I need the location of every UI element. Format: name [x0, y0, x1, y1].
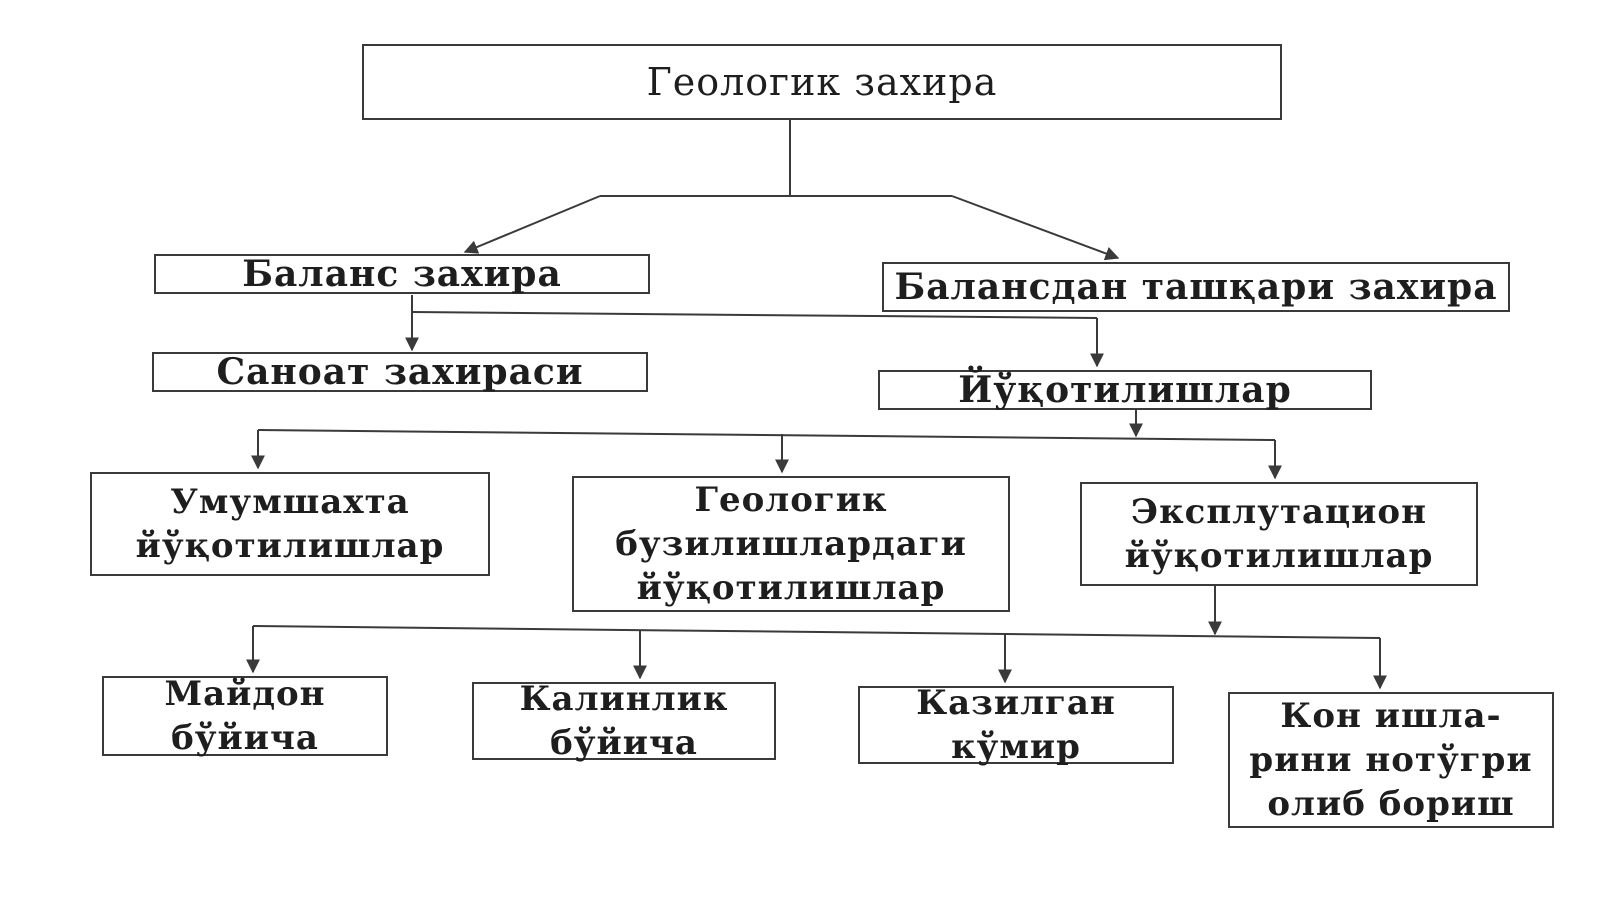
line-losses-bar	[257, 429, 1276, 441]
node-geological-reserve-label: Геологик захира	[646, 60, 998, 104]
line-balance-bar	[411, 311, 1098, 319]
node-by-field: Майдон бўйича	[102, 674, 388, 758]
arrow-to-off-balance	[951, 195, 1120, 261]
node-improper-mining-label: Кон ишла- рини нотўгри олиб бориш	[1249, 695, 1533, 825]
node-geological-losses-label: Геологик бузилишлардаги йўқотилишлар	[615, 479, 967, 609]
node-operational-losses-label: Эксплутацион йўқотилишлар	[1124, 491, 1434, 576]
node-by-field-label: Майдон бўйича	[164, 673, 326, 758]
node-general-losses-label: Умумшахта йўқотилишлар	[135, 481, 445, 566]
node-off-balance-reserve-label: Балансдан ташқари захира	[894, 266, 1498, 308]
node-geological-reserve: Геологик захира	[362, 44, 1282, 120]
node-by-thickness: Калинлик бўйича	[472, 679, 776, 763]
node-geological-losses: Геологик бузилишлардаги йўқотилишлар	[572, 476, 1010, 612]
node-balance-reserve: Баланс захира	[154, 253, 650, 295]
node-mined-coal: Казилган кўмир	[858, 683, 1174, 767]
arrow-to-balance	[463, 195, 601, 254]
line-operational-bar	[252, 625, 1381, 639]
node-general-losses: Умумшахта йўқотилишлар	[90, 472, 490, 576]
node-mined-coal-label: Казилган кўмир	[916, 682, 1116, 767]
node-industrial-reserve: Саноат захираси	[152, 351, 648, 393]
node-industrial-reserve-label: Саноат захираси	[216, 351, 584, 393]
node-off-balance-reserve: Балансдан ташқари захира	[882, 262, 1510, 312]
node-balance-reserve-label: Баланс захира	[242, 253, 562, 295]
node-improper-mining: Кон ишла- рини нотўгри олиб бориш	[1228, 692, 1554, 828]
node-by-thickness-label: Калинлик бўйича	[519, 678, 729, 763]
node-losses-label: Йўқотилишлар	[958, 369, 1292, 411]
node-losses: Йўқотилишлар	[878, 369, 1372, 411]
node-operational-losses: Эксплутацион йўқотилишлар	[1080, 482, 1478, 586]
